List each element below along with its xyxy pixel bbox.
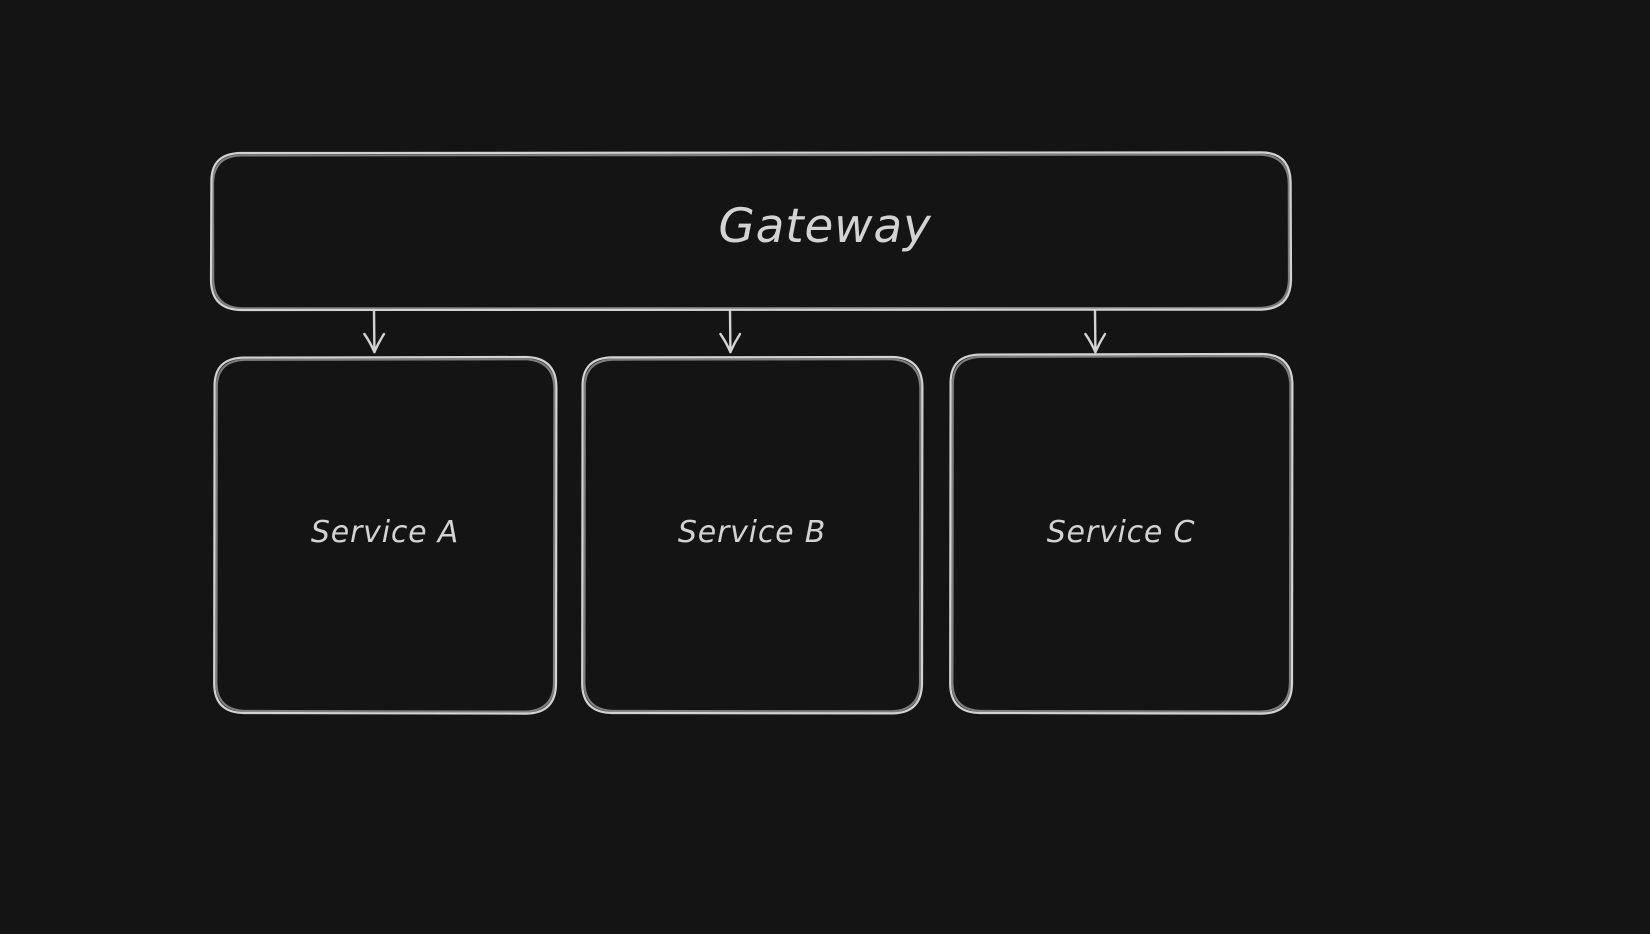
node-service-c-shape[interactable] [949,352,1294,715]
node-service-a-label: Service A [310,515,460,550]
node-service-a[interactable] [214,357,556,714]
edge-gateway-service-b[interactable] [719,308,742,354]
node-gateway[interactable] [211,152,1291,310]
node-service-b-shape[interactable] [581,355,924,715]
edge-gateway-service-a[interactable] [363,308,386,354]
node-gateway-shape[interactable] [209,151,1293,312]
node-service-b[interactable] [582,357,922,714]
edge-gateway-service-c[interactable] [1084,308,1107,354]
node-service-c-label: Service C [1046,515,1196,550]
node-gateway-label: Gateway [718,199,932,254]
node-service-b-label: Service B [677,515,827,550]
node-service-c[interactable] [950,354,1292,714]
node-service-a-shape[interactable] [213,355,558,715]
